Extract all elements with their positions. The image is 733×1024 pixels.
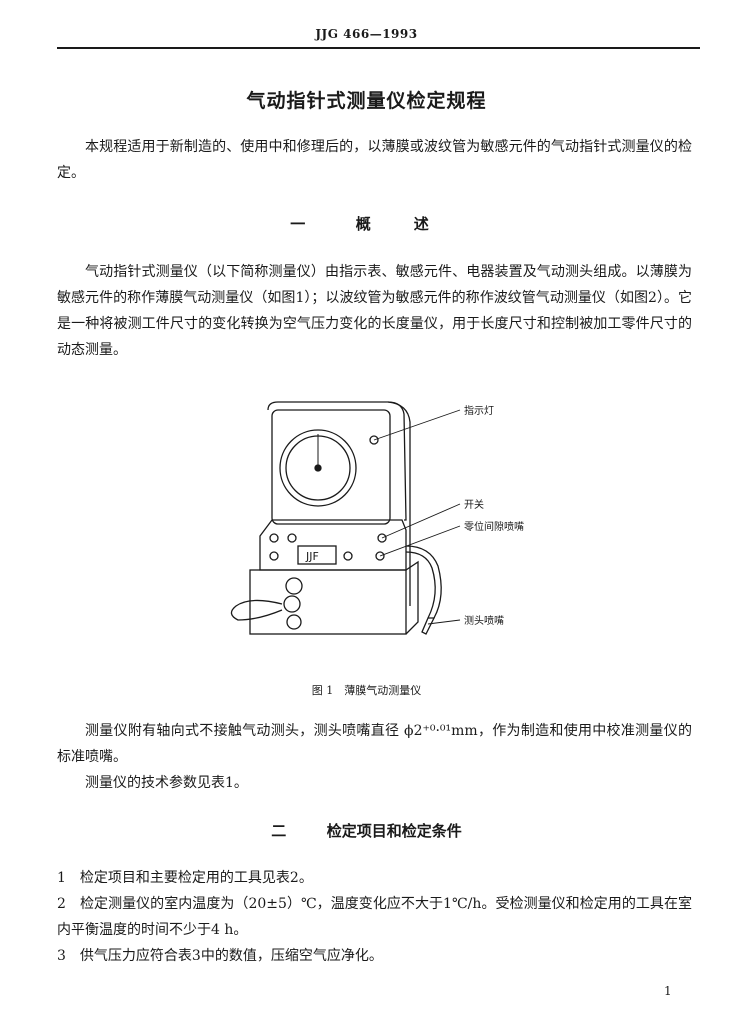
figure-1-diagram: JJF 指示灯 开关 零位间隙喷嘴 测头喷嘴: [230, 401, 524, 635]
item-2: 2 检定测量仪的室内温度为（20±5）℃，温度变化应不大于1℃/h。受检测量仪和…: [57, 896, 692, 938]
figure-1-caption: 图 1 薄膜气动测量仪: [311, 684, 422, 697]
indicator-lamp-icon: [369, 435, 379, 445]
section-1-heading: 一 概 述: [0, 213, 733, 234]
document-code: JJG 466—1993: [315, 27, 418, 41]
probe-paragraph: 测量仪附有轴向式不接触气动测头，测头喷嘴直径 ϕ2⁺⁰·⁰¹mm，作为制造和使用…: [57, 723, 692, 765]
back-panel: [267, 401, 407, 521]
display-text: JJF: [305, 550, 319, 563]
hose-right: [405, 545, 442, 619]
item-3: 3 供气压力应符合表3中的数值，压缩空气应净化。: [57, 948, 383, 964]
base-box: [249, 569, 407, 635]
knob: [285, 577, 303, 595]
label-indicator-lamp: 指示灯: [464, 404, 494, 417]
control-panel: [259, 519, 407, 571]
hose-left: [230, 599, 283, 621]
intro-paragraph: 本规程适用于新制造的、使用中和修理后的，以薄膜或波纹管为敏感元件的气动指针式测量…: [57, 139, 692, 181]
overview-paragraph: 气动指针式测量仪（以下简称测量仪）由指示表、敏感元件、电器装置及气动测头组成。以…: [57, 264, 692, 358]
header-rule: [57, 47, 700, 49]
item-1: 1 检定项目和主要检定用的工具见表2。: [57, 870, 313, 886]
tech-params-paragraph: 测量仪的技术参数见表1。: [85, 775, 248, 791]
label-probe-nozzle: 测头喷嘴: [464, 614, 504, 627]
digital-display: [297, 545, 337, 565]
section-2-heading: 二 检定项目和检定条件: [0, 820, 733, 841]
dial-face: [279, 429, 357, 507]
section-1-title: 概 述: [355, 215, 443, 233]
page-number: 1: [664, 984, 672, 998]
label-zero-nozzle: 零位间隙喷嘴: [464, 520, 524, 533]
dial-housing: [271, 409, 391, 525]
section-2-number: 二: [271, 822, 287, 840]
probe-nozzle: [421, 617, 436, 635]
document-title: 气动指针式测量仪检定规程: [246, 90, 487, 112]
section-1-number: 一: [290, 215, 306, 233]
label-switch: 开关: [464, 498, 484, 511]
section-2-title: 检定项目和检定条件: [326, 822, 462, 840]
